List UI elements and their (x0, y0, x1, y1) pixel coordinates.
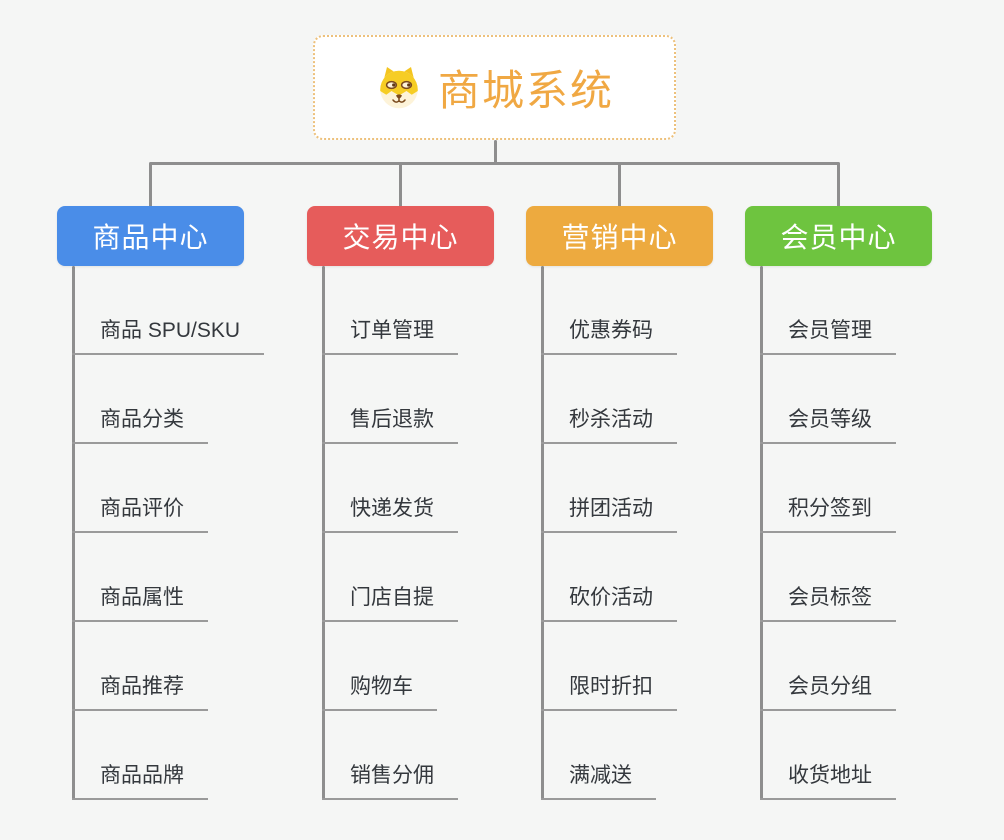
connector-drop-marketing (618, 163, 621, 207)
topic-label: 限时折扣 (541, 670, 677, 711)
shiba-dog-icon (380, 66, 418, 108)
topic-node[interactable]: 会员等级 (760, 355, 896, 444)
topic-label: 秒杀活动 (541, 403, 677, 444)
topic-label: 会员管理 (760, 314, 896, 355)
topic-label: 商品 SPU/SKU (72, 314, 265, 355)
topic-node[interactable]: 商品分类 (72, 355, 264, 444)
connector-root-drop (493, 140, 497, 164)
branch-header-label: 商品中心 (92, 222, 209, 253)
topic-label: 售后退款 (322, 403, 458, 444)
topic-node[interactable]: 商品评价 (72, 444, 264, 533)
topic-label: 拼团活动 (541, 492, 677, 533)
trunk-products (72, 266, 75, 800)
topic-node[interactable]: 积分签到 (760, 444, 896, 533)
topic-node[interactable]: 收货地址 (760, 711, 896, 800)
branch-header-trade[interactable]: 交易中心 (307, 206, 494, 266)
topic-label: 商品评价 (72, 492, 208, 533)
topic-node[interactable]: 满减送 (541, 711, 677, 800)
topic-label: 商品属性 (72, 581, 208, 622)
branch-items-trade: 订单管理 售后退款 快递发货 门店自提 购物车 销售分佣 (322, 266, 458, 800)
topic-label: 商品分类 (72, 403, 208, 444)
topic-node[interactable]: 会员分组 (760, 622, 896, 711)
topic-label: 会员分组 (760, 670, 896, 711)
topic-label: 快递发货 (322, 492, 458, 533)
topic-node[interactable]: 销售分佣 (322, 711, 458, 800)
branch-header-marketing[interactable]: 营销中心 (526, 206, 713, 266)
topic-label: 购物车 (322, 670, 437, 711)
topic-label: 订单管理 (322, 314, 458, 355)
topic-label: 会员标签 (760, 581, 896, 622)
branch-header-products[interactable]: 商品中心 (57, 206, 244, 266)
trunk-marketing (541, 266, 544, 800)
branch-items-marketing: 优惠券码 秒杀活动 拼团活动 砍价活动 限时折扣 满减送 (541, 266, 677, 800)
topic-node[interactable]: 快递发货 (322, 444, 458, 533)
topic-label: 会员等级 (760, 403, 896, 444)
topic-node[interactable]: 商品品牌 (72, 711, 264, 800)
topic-label: 销售分佣 (322, 759, 458, 800)
topic-label: 商品推荐 (72, 670, 208, 711)
topic-node[interactable]: 限时折扣 (541, 622, 677, 711)
topic-label: 优惠券码 (541, 314, 677, 355)
topic-node[interactable]: 会员标签 (760, 533, 896, 622)
connector-drop-trade (399, 163, 402, 207)
branch-header-label: 会员中心 (780, 222, 897, 253)
branch-header-members[interactable]: 会员中心 (745, 206, 932, 266)
topic-node[interactable]: 优惠券码 (541, 266, 677, 355)
branch-items-products: 商品 SPU/SKU 商品分类 商品评价 商品属性 商品推荐 商品品牌 (72, 266, 265, 800)
connector-drop-members (837, 163, 840, 207)
topic-node[interactable]: 门店自提 (322, 533, 458, 622)
topic-label: 商品品牌 (72, 759, 208, 800)
topic-label: 门店自提 (322, 581, 458, 622)
connector-drop-products (148, 163, 152, 207)
topic-label: 满减送 (541, 759, 656, 800)
topic-node[interactable]: 订单管理 (322, 266, 458, 355)
root-topic-title: 商城系统 (437, 67, 614, 114)
branch-header-label: 交易中心 (342, 222, 459, 253)
trunk-trade (322, 266, 325, 800)
topic-node[interactable]: 商品属性 (72, 533, 264, 622)
trunk-members (760, 266, 763, 800)
branch-items-members: 会员管理 会员等级 积分签到 会员标签 会员分组 收货地址 (760, 266, 896, 800)
connector-bus (148, 162, 840, 165)
branch-header-label: 营销中心 (561, 222, 678, 253)
topic-node[interactable]: 购物车 (322, 622, 458, 711)
topic-label: 砍价活动 (541, 581, 677, 622)
topic-label: 收货地址 (760, 759, 896, 800)
topic-node[interactable]: 商品 SPU/SKU (72, 266, 265, 355)
root-topic[interactable]: 商城系统 (313, 35, 676, 140)
topic-label: 积分签到 (760, 492, 896, 533)
topic-node[interactable]: 售后退款 (322, 355, 458, 444)
topic-node[interactable]: 砍价活动 (541, 533, 677, 622)
topic-node[interactable]: 拼团活动 (541, 444, 677, 533)
topic-node[interactable]: 秒杀活动 (541, 355, 677, 444)
topic-node[interactable]: 会员管理 (760, 266, 896, 355)
topic-node[interactable]: 商品推荐 (72, 622, 264, 711)
